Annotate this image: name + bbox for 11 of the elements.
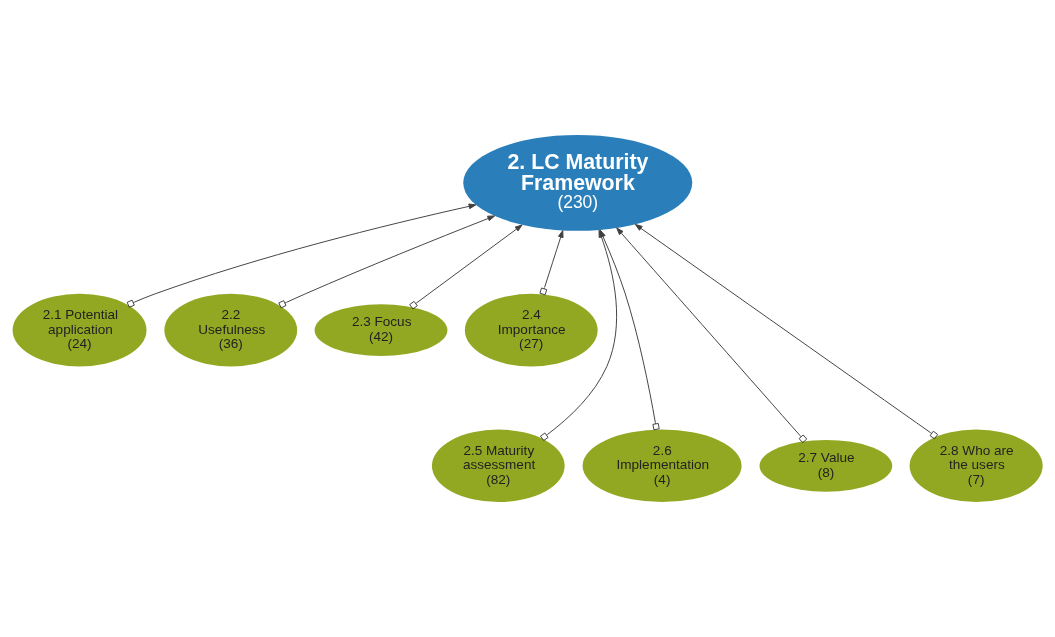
node-ellipse: 2.1 Potential application (24) <box>12 293 147 367</box>
arrow <box>278 215 496 309</box>
arrow <box>616 227 808 444</box>
node-ellipse: 2.4 Importance (27) <box>464 293 598 367</box>
node-ellipse: 2.6 Implementation (4) <box>582 429 742 503</box>
node-ellipse: 2.2 Usefulness (36) <box>164 293 298 367</box>
arrow <box>634 223 939 440</box>
arrow <box>409 224 523 310</box>
arrow <box>539 230 564 296</box>
arrow <box>126 203 477 308</box>
node-ellipse: 2.7 Value (8) <box>759 439 893 492</box>
